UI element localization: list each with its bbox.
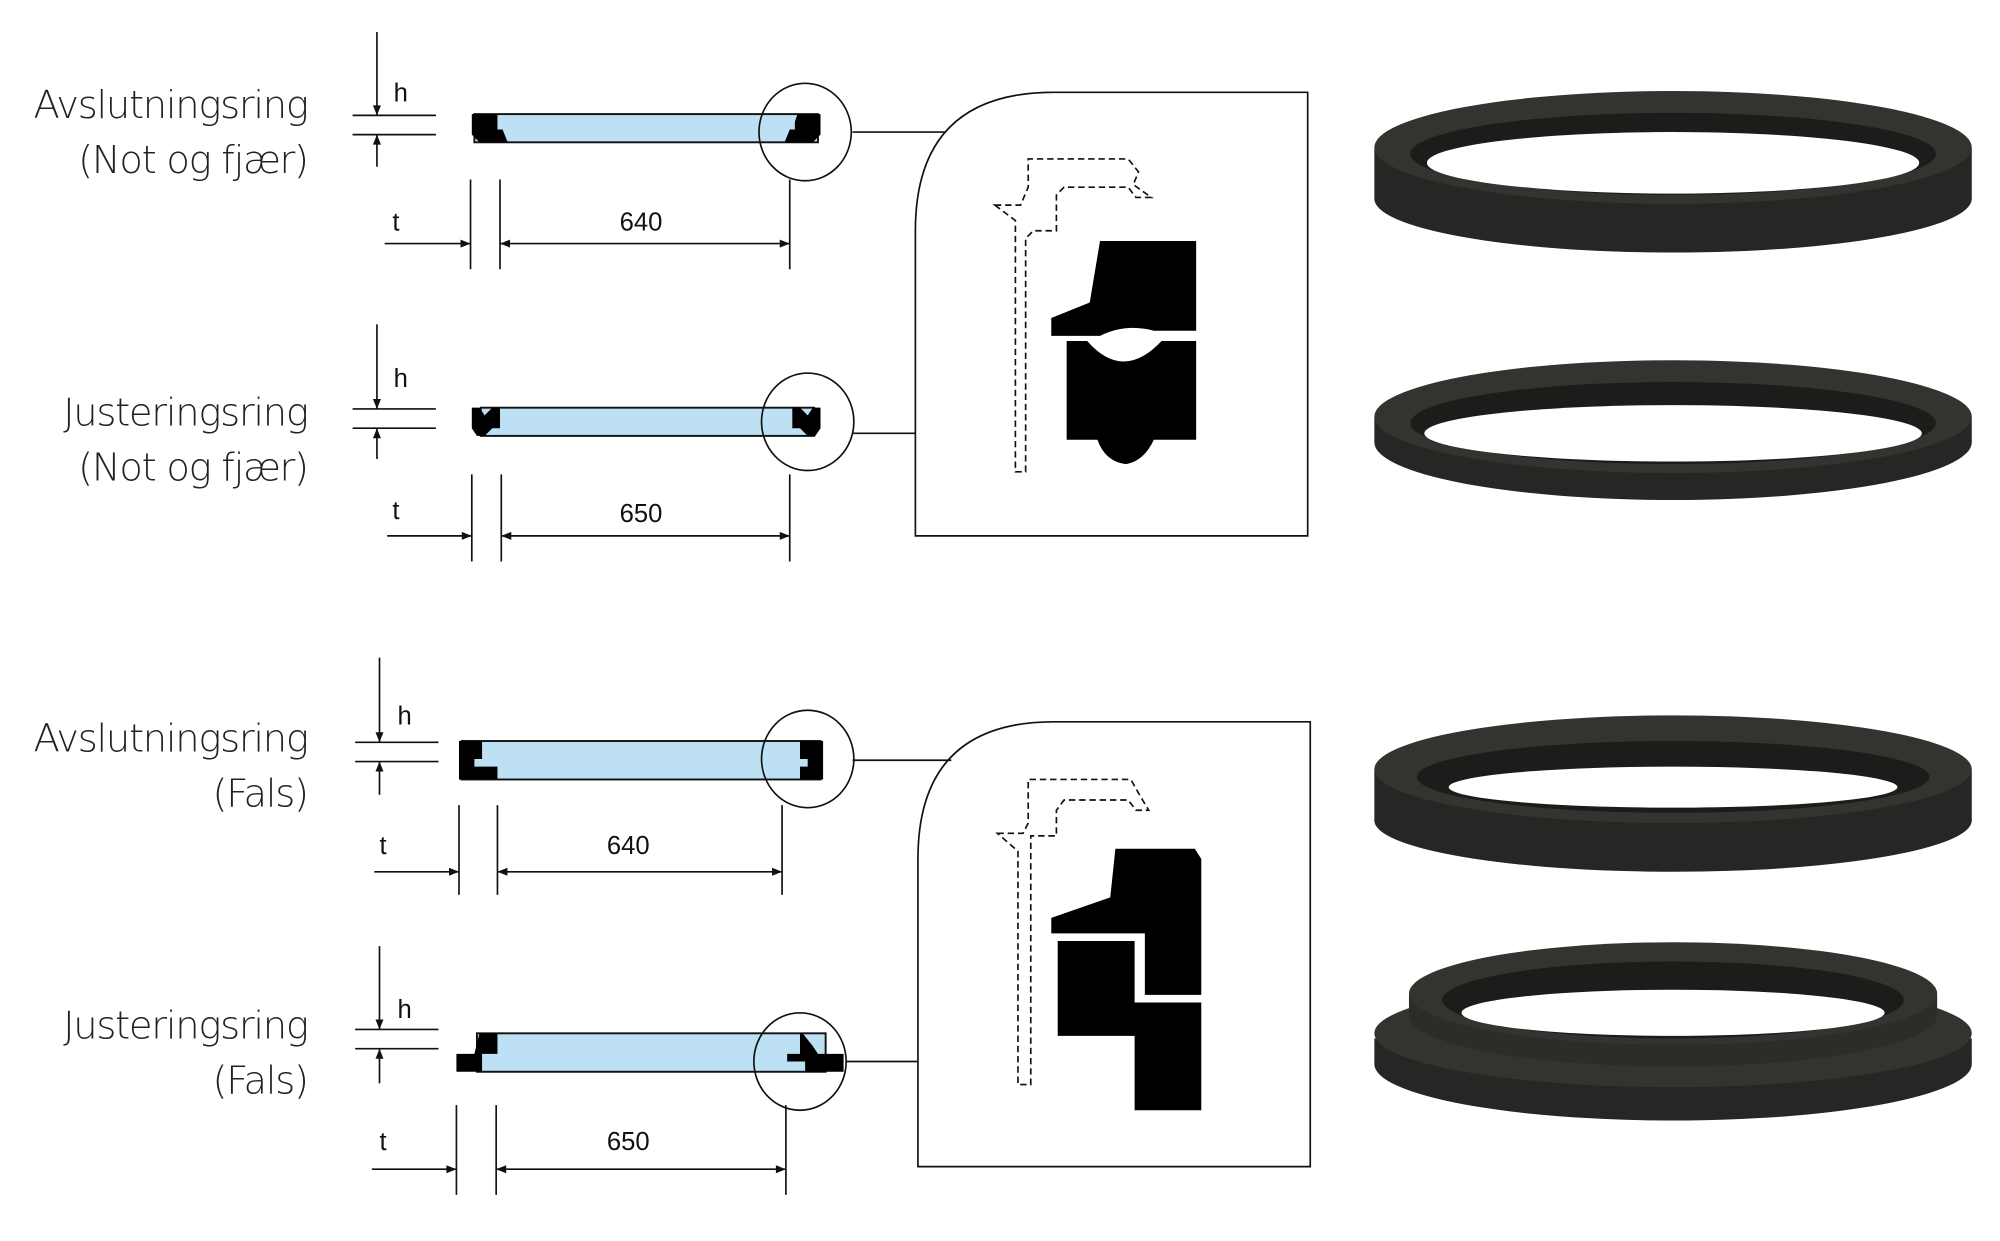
h-label: h	[394, 365, 408, 393]
t-label: t	[379, 832, 386, 860]
row-avslutningsring-not-og-fjaer: Avslutningsring (Not og fjær) h t 640	[33, 32, 947, 270]
h-label: h	[397, 702, 411, 730]
ring-section	[460, 740, 822, 781]
ring-photo-2	[1374, 360, 1972, 500]
row-avslutningsring-fals: Avslutningsring (Fals) h t 640	[33, 657, 952, 895]
detail-fals	[917, 720, 1312, 1168]
ring-photo-4	[1374, 942, 1972, 1121]
row-justeringsring-not-og-fjaer: Justeringsring (Not og fjær) h t 650	[63, 324, 916, 562]
ring-type: (Fals)	[213, 1059, 308, 1104]
ring-section	[479, 406, 816, 437]
ring-type: (Not og fjær)	[78, 138, 308, 183]
h-label: h	[397, 996, 411, 1024]
ring-name: Avslutningsring	[33, 83, 307, 128]
dimension-value: 640	[607, 832, 650, 860]
dimension-value: 640	[620, 209, 663, 237]
dimension-value: 650	[607, 1128, 650, 1156]
ring-type: (Fals)	[213, 771, 308, 816]
ring-photo-1	[1374, 91, 1972, 253]
dimension-value: 650	[620, 500, 663, 528]
ring-name: Justeringsring	[63, 391, 307, 436]
ring-type: (Not og fjær)	[78, 446, 308, 491]
t-label: t	[379, 1128, 386, 1156]
row-justeringsring-fals: Justeringsring (Fals) h t 650	[63, 946, 918, 1195]
ring-photo-3	[1374, 715, 1972, 872]
ring-section	[473, 113, 819, 144]
ring-section	[475, 1032, 827, 1073]
t-label: t	[392, 209, 399, 237]
detail-not-og-fjaer	[914, 91, 1309, 537]
h-label: h	[394, 79, 408, 107]
t-label: t	[392, 497, 399, 525]
ring-name: Justeringsring	[63, 1003, 307, 1048]
ring-name: Avslutningsring	[33, 716, 307, 761]
